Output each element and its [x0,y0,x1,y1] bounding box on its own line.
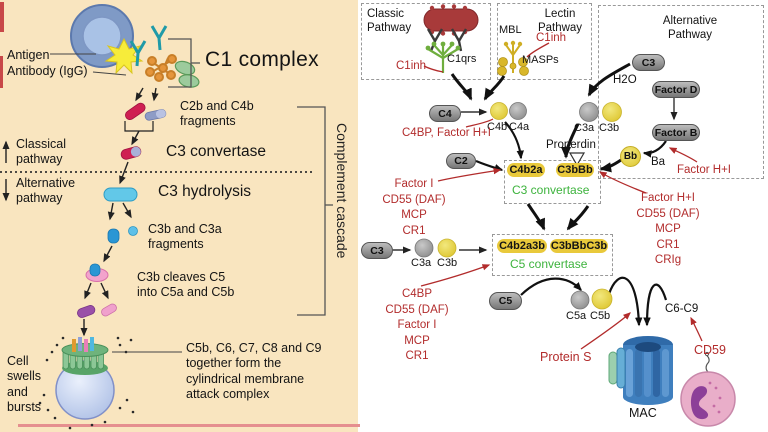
label-c3-hydrolysis: C3 hydrolysis [158,183,252,200]
mac-icon [608,336,673,405]
label-mac-description: C5b, C6, C7, C8 and C9 together form the… [186,341,322,401]
label-c1qrs: C1qrs [447,53,477,65]
node-c4b2a: C4b2a [507,163,545,177]
c5b-circle [591,288,613,310]
label-c3-inhibitors-right: Factor H+I CD55 (DAF) MCP CR1 CRIg [636,192,700,266]
label-mac: MAC [629,406,657,420]
c4b-circle [490,102,508,120]
node-c3bbbc3b: C3bBbC3b [550,239,608,253]
c3a-circle-bottom [414,238,434,258]
node-c4: C4 [429,105,461,122]
host-cell-icon [680,351,736,427]
label-cd59: CD59 [694,343,726,357]
nucleus [690,386,709,420]
node-c3-bottom: C3 [361,242,393,259]
c5-convertase-box [492,234,613,276]
c3b-circle-bottom [437,238,457,258]
label-cell-swells: Cell swells and bursts [7,354,42,414]
label-mbl: MBL [499,24,522,36]
label-ba: Ba [651,156,666,168]
classic-pathway-box [361,3,491,80]
label-c3b-mid: C3b [599,122,620,134]
label-c3b-bottom: C3b [437,257,458,269]
label-c5b: C5b [590,310,611,322]
node-c2: C2 [446,153,476,169]
label-c6-c9: C6-C9 [665,303,699,315]
label-lectin-pathway-title: Lectin Pathway [537,8,583,35]
label-complement-cascade: Complement cascade [334,123,351,259]
label-alternative-pathway-left: Alternative pathway [16,176,76,206]
label-c3b-c3a-fragments: C3b and C3a fragments [148,222,222,252]
label-c5a: C5a [566,310,587,322]
node-factor-d: Factor D [652,81,700,98]
label-masps: MASPs [522,54,559,66]
node-factor-b: Factor B [652,124,700,141]
label-protein-s: Protein S [540,350,592,364]
label-antigen: Antigen [7,48,50,62]
label-c3-convertase-left: C3 convertase [166,143,266,160]
label-c2b-c4b-fragments: C2b and C4b fragments [180,99,254,129]
label-alternative-pathway-title: Alternative Pathway [662,15,718,42]
node-c3-alt: C3 [632,54,665,71]
label-c3-inhibitors-left: Factor I CD55 (DAF) MCP CR1 [382,178,446,237]
label-c3-convertase: C3 convertase [512,183,590,197]
label-properdin: Properdin [546,139,596,151]
label-factor-hi-box: Factor H+I [677,164,732,176]
node-c5: C5 [489,292,522,310]
c5a-circle [570,290,590,310]
label-c3b-cleaves-c5: C3b cleaves C5 into C5a and C5b [137,270,235,300]
label-c3a-bottom: C3a [411,257,432,269]
label-h2o: H2O [613,74,637,86]
label-c5-inhibitors: C4BP CD55 (DAF) Factor I MCP CR1 [385,288,449,362]
c4a-circle [509,102,527,120]
label-c4a: C4a [509,121,530,133]
label-c1-complex: C1 complex [205,48,319,71]
label-antibody: Antibody (IgG) [7,64,88,78]
node-bb: Bb [620,146,641,167]
label-c1inh-classic: C1inh [396,60,427,72]
label-c4bp-factor-hi: C4BP, Factor H+I [402,127,491,139]
c3a-circle-mid [579,102,599,122]
label-c1inh-lectin: C1inh [536,32,567,44]
node-c4b2a3b: C4b2a3b [497,239,547,253]
lectin-pathway-box [497,3,592,80]
node-c3bbb: C3bBb [556,163,594,177]
label-c5-convertase: C5 convertase [510,257,588,271]
label-classic-pathway-title: Classic Pathway [367,8,412,35]
label-c3a-mid: C3a [574,122,595,134]
label-classical-pathway: Classical pathway [16,137,67,167]
